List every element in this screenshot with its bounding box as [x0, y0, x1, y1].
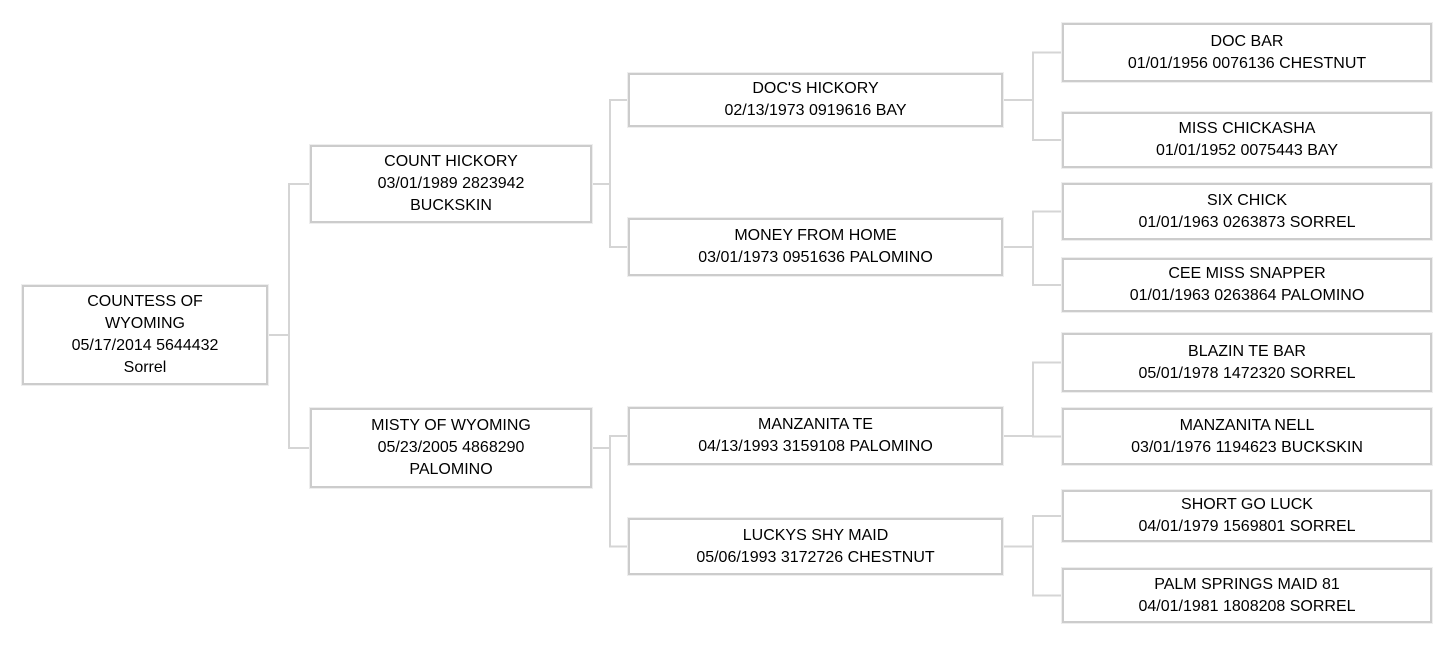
horse-info-line: 02/13/1973 0919616 BAY	[724, 102, 907, 119]
horse-name-line: WYOMING	[105, 315, 185, 332]
horse-info-line: 01/01/1952 0075443 BAY	[1155, 142, 1339, 159]
pedigree-node-manzanita-te: MANZANITA TE 04/13/1993 3159108 PALOMINO	[628, 407, 1003, 465]
pedigree-node-manzanita-nell: MANZANITA NELL 03/01/1976 1194623 BUCKSKI…	[1062, 408, 1432, 465]
pedigree-node-blazin-te-bar: BLAZIN TE BAR 05/01/1978 1472320 SORREL	[1062, 333, 1432, 392]
horse-info-line: 05/06/1993 3172726 CHESTNUT	[696, 548, 935, 566]
horse-name-line: PALM SPRINGS MAID 81	[1154, 575, 1340, 593]
horse-info-line: 01/01/1963 0263873 SORREL	[1138, 213, 1356, 231]
pedigree-node-six-chick: SIX CHICK 01/01/1963 0263873 SORREL	[1062, 183, 1432, 240]
horse-name-line: MONEY FROM HOME	[734, 227, 897, 244]
pedigree-node-short-go-luck: SHORT GO LUCK 04/01/1979 1569801 SORREL	[1062, 490, 1432, 542]
pedigree-node-palm-springs-maid-81: PALM SPRINGS MAID 81 04/01/1981 1808208 S…	[1062, 568, 1432, 623]
horse-info-line: BUCKSKIN	[410, 197, 492, 214]
horse-info-line: Sorrel	[123, 359, 167, 376]
horse-info-line: 05/23/2005 4868290	[377, 439, 525, 456]
horse-info-line: 05/17/2014 5644432	[71, 337, 219, 354]
horse-name-line: MISTY OF WYOMING	[371, 417, 531, 434]
horse-info-line: 05/01/1978 1472320 SORREL	[1138, 364, 1356, 382]
horse-name-line: BLAZIN TE BAR	[1188, 342, 1306, 360]
horse-info-line: 04/01/1979 1569801 SORREL	[1138, 518, 1356, 535]
horse-info-line: 04/13/1993 3159108 PALOMINO	[698, 438, 933, 455]
pedigree-node-doc-bar: DOC BAR 01/01/1956 0076136 CHESTNUT	[1062, 23, 1432, 82]
horse-info-line: 01/01/1956 0076136 CHESTNUT	[1127, 54, 1367, 72]
horse-name-line: COUNTESS OF	[87, 293, 203, 310]
horse-name-line: CEE MISS SNAPPER	[1168, 265, 1326, 282]
pedigree-connector	[1032, 361, 1062, 438]
pedigree-node-luckys-shy-maid: LUCKYS SHY MAID 05/06/1993 3172726 CHESTN…	[628, 518, 1003, 575]
horse-info-line: 03/01/1989 2823942	[377, 175, 525, 192]
pedigree-connector	[288, 183, 310, 449]
pedigree-node-miss-chickasha: MISS CHICKASHA 01/01/1952 0075443 BAY	[1062, 112, 1432, 168]
pedigree-connector	[1032, 51, 1062, 141]
horse-info-line: 03/01/1973 0951636 PALOMINO	[698, 249, 933, 266]
horse-name-line: MANZANITA NELL	[1179, 416, 1315, 434]
pedigree-connector	[1032, 515, 1062, 597]
horse-info-line: 01/01/1963 0263864 PALOMINO	[1129, 287, 1365, 304]
pedigree-node-money-from-home: MONEY FROM HOME 03/01/1973 0951636 PALOMI…	[628, 218, 1003, 276]
horse-name-line: MISS CHICKASHA	[1178, 120, 1316, 137]
horse-info-line: 03/01/1976 1194623 BUCKSKIN	[1131, 438, 1363, 456]
horse-name-line: DOC BAR	[1210, 32, 1284, 50]
pedigree-connector	[609, 435, 628, 548]
horse-name-line: MANZANITA TE	[758, 416, 873, 433]
horse-name-line: COUNT HICKORY	[384, 153, 518, 170]
pedigree-connector	[1032, 210, 1062, 286]
horse-name-line: LUCKYS SHY MAID	[742, 526, 889, 544]
horse-info-line: 04/01/1981 1808208 SORREL	[1138, 597, 1356, 615]
pedigree-connector	[609, 99, 628, 248]
pedigree-node-docs-hickory: DOC'S HICKORY 02/13/1973 0919616 BAY	[628, 73, 1003, 127]
horse-name-line: SHORT GO LUCK	[1181, 496, 1313, 513]
horse-info-line: PALOMINO	[409, 461, 493, 478]
horse-name-line: DOC'S HICKORY	[752, 80, 879, 97]
pedigree-node-cee-miss-snapper: CEE MISS SNAPPER 01/01/1963 0263864 PALOM…	[1062, 258, 1432, 312]
horse-name-line: SIX CHICK	[1206, 191, 1287, 209]
